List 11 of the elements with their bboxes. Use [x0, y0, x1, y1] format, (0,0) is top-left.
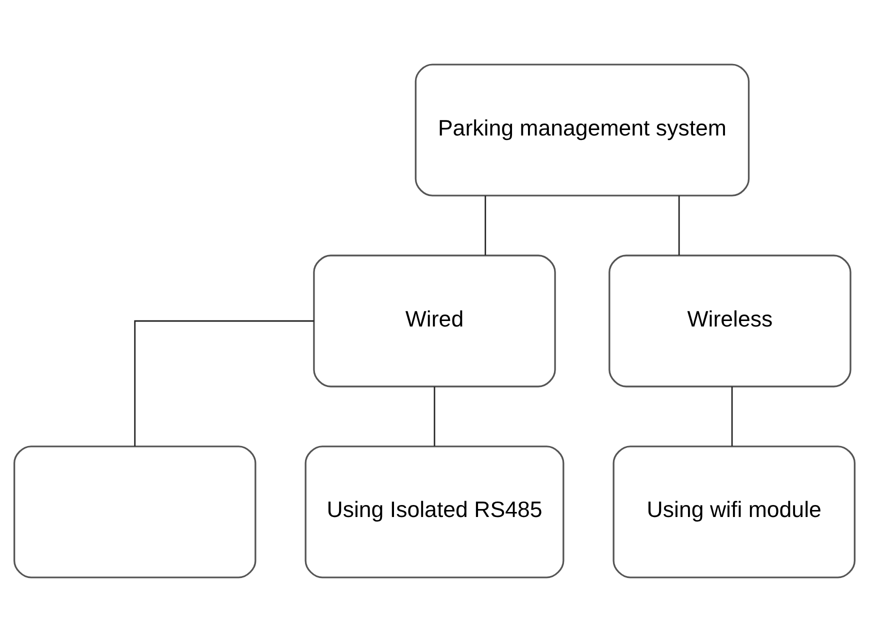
- connector: [434, 386, 436, 446]
- connector: [134, 320, 314, 446]
- node-box: [13, 446, 256, 578]
- node-box: Wired: [313, 254, 556, 388]
- node-box: Using wifi module: [612, 446, 856, 578]
- node-box: Parking management system: [414, 64, 750, 196]
- node-box: Wireless: [608, 254, 852, 388]
- connector: [484, 196, 486, 256]
- connector: [678, 196, 680, 256]
- connector: [731, 386, 733, 446]
- node-box: Using Isolated RS485: [304, 446, 564, 578]
